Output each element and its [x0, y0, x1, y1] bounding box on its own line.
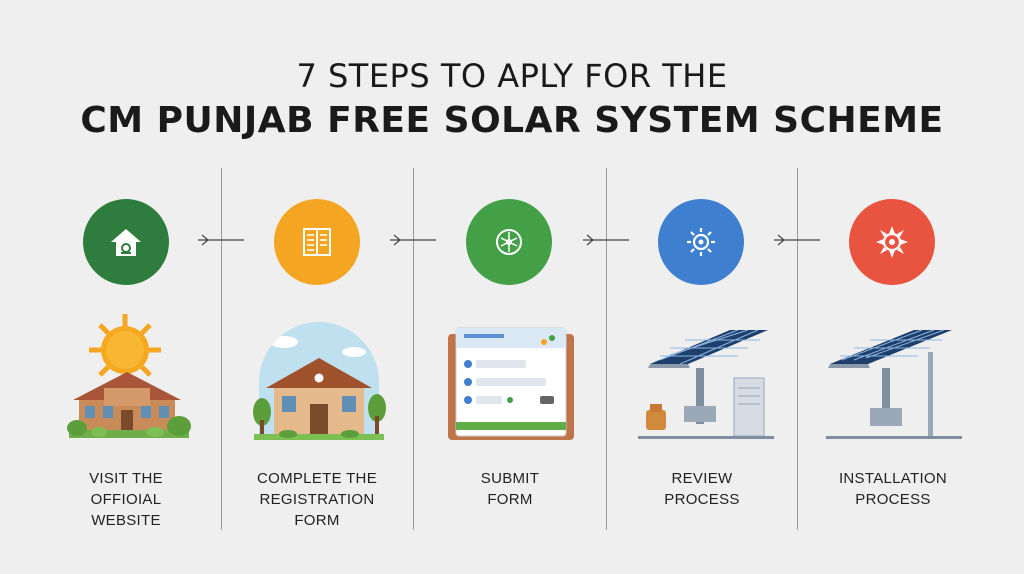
arrow-right-icon — [583, 234, 629, 246]
step-1-circle — [83, 199, 169, 285]
step-2-circle — [274, 199, 360, 285]
step-divider — [606, 168, 607, 530]
house-scene-illustration — [253, 322, 386, 440]
arrow-right-icon — [198, 234, 244, 246]
web-form-illustration — [448, 327, 574, 440]
solar-panel-illustration — [826, 329, 962, 439]
solar-panel-with-equipment-illustration — [638, 329, 774, 439]
arrow-right-icon — [774, 234, 820, 246]
document-icon — [303, 228, 331, 256]
submit-globe-icon — [496, 229, 522, 255]
step-4-circle — [658, 199, 744, 285]
step-3-circle — [466, 199, 552, 285]
step-divider — [221, 168, 222, 530]
step-divider — [797, 168, 798, 530]
sun-over-house-illustration — [67, 314, 191, 438]
arrow-right-icon — [390, 234, 436, 246]
sun-gear-icon — [876, 226, 908, 258]
step-divider — [413, 168, 414, 530]
page-title-line-2: CM PUNJAB FREE SOLAR SYSTEM SCHEME — [80, 100, 944, 141]
page-title-line-1: 7 STEPS TO APLY FOR THE — [296, 57, 728, 95]
step-5-circle — [849, 199, 935, 285]
home-icon — [111, 229, 141, 256]
review-sun-icon — [687, 228, 715, 256]
